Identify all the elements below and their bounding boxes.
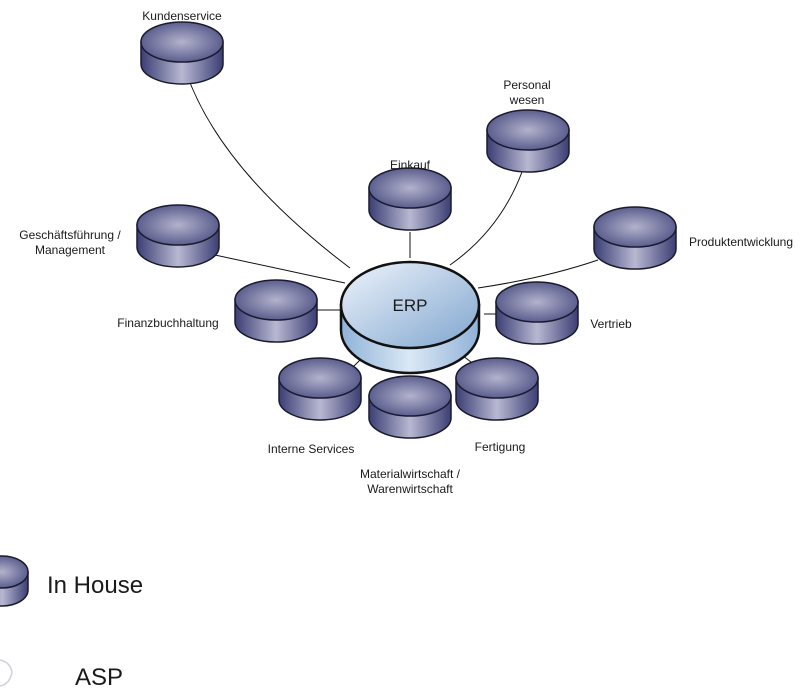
label-personalwesen-line: wesen [509, 93, 545, 107]
label-einkauf: Einkauf [390, 158, 431, 172]
label-materialwirtschaft-line: Materialwirtschaft / [360, 467, 461, 481]
connector-kundenservice [185, 71, 351, 269]
label-produktentwicklung: Produktentwicklung [689, 235, 793, 249]
label-finanzbuchhaltung-line: Finanzbuchhaltung [117, 316, 218, 330]
node-einkauf [368, 167, 452, 231]
node-finanzbuchhaltung [234, 279, 318, 343]
connector-produktentwicklung [477, 259, 599, 289]
label-geschaeftsfuehrung-line: Management [35, 243, 106, 257]
legend-inhouse-icon [0, 555, 29, 607]
node-kundenservice [140, 21, 224, 85]
nodes [136, 21, 677, 439]
erp-center: ERP [339, 260, 481, 375]
label-vertrieb: Vertrieb [590, 317, 632, 331]
label-geschaeftsfuehrung-line: Geschäftsführung / [19, 228, 121, 242]
label-fertigung: Fertigung [475, 440, 526, 454]
connectors [185, 71, 599, 390]
node-fertigung-top [455, 357, 539, 399]
legend-asp-icon [0, 659, 13, 687]
node-geschaeftsfuehrung-top [136, 204, 220, 246]
node-vertrieb [495, 281, 579, 345]
node-einkauf-top [368, 167, 452, 209]
node-materialwirtschaft [368, 375, 452, 439]
node-personalwesen-top [486, 109, 570, 151]
legend-asp-label: ASP [75, 664, 123, 691]
node-finanzbuchhaltung-top [234, 279, 318, 321]
connector-geschaeftsfuehrung [214, 254, 346, 284]
label-finanzbuchhaltung: Finanzbuchhaltung [117, 316, 218, 330]
label-materialwirtschaft: Materialwirtschaft /Warenwirtschaft [360, 467, 461, 496]
label-vertrieb-line: Vertrieb [590, 317, 632, 331]
node-kundenservice-top [140, 21, 224, 63]
node-geschaeftsfuehrung [136, 204, 220, 268]
node-vertrieb-top [495, 281, 579, 323]
node-produktentwicklung-top [593, 206, 677, 248]
label-fertigung-line: Fertigung [475, 440, 526, 454]
connector-personalwesen [449, 171, 523, 266]
node-fertigung [455, 357, 539, 421]
erp-label: ERP [393, 296, 428, 315]
label-interne-services: Interne Services [268, 442, 355, 456]
erp-cylinder-top [339, 260, 481, 350]
erp-cylinder [339, 260, 481, 375]
legend-inhouse-label: In House [47, 572, 143, 599]
node-interne-services [278, 357, 362, 421]
label-kundenservice: Kundenservice [142, 9, 222, 23]
label-personalwesen-line: Personal [503, 78, 550, 92]
node-personalwesen [486, 109, 570, 173]
label-produktentwicklung-line: Produktentwicklung [689, 235, 793, 249]
label-kundenservice-line: Kundenservice [142, 9, 222, 23]
legend-inhouse-icon-top [0, 555, 29, 589]
label-einkauf-line: Einkauf [390, 158, 431, 172]
label-materialwirtschaft-line: Warenwirtschaft [367, 482, 453, 496]
label-geschaeftsfuehrung: Geschäftsführung /Management [19, 228, 121, 257]
label-interne-services-line: Interne Services [268, 442, 355, 456]
node-materialwirtschaft-top [368, 375, 452, 417]
node-interne-services-top [278, 357, 362, 399]
node-produktentwicklung [593, 206, 677, 270]
